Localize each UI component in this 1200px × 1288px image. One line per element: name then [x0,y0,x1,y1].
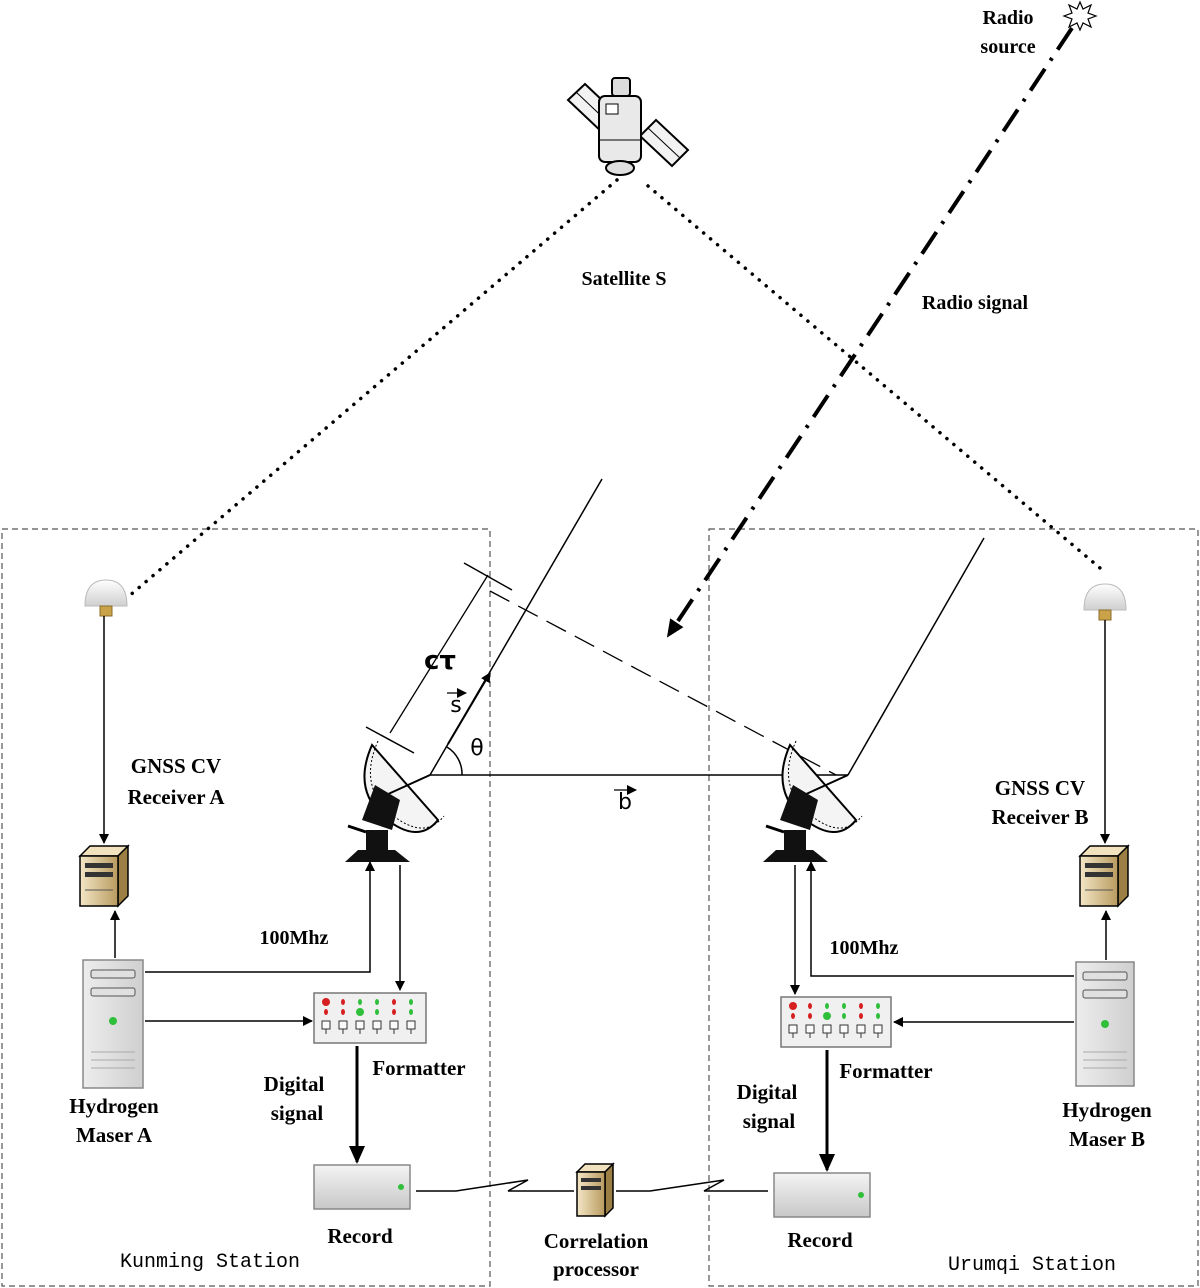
freq-a-label: 100Mhz [260,927,329,949]
radio-source-label-1: Radio [982,7,1033,29]
wavefront-line [489,590,837,776]
gnss-a-label-1: GNSS CV [131,754,221,778]
recorder-a-icon [313,1164,411,1210]
ctau-tick-top [463,562,513,591]
maser-b-100mhz-wire [806,861,1074,977]
station-box-urumqi [708,528,1199,1287]
s-vector-arrow [447,672,491,745]
maser-a-100mhz-wire [145,861,375,973]
formatter-b-icon [780,996,892,1048]
hydrogen-maser-a-icon [82,959,144,1089]
gnss-antenna-a-icon [84,579,128,617]
maser-b-label-2: Maser B [1069,1127,1145,1151]
ctau-label: cτ [424,646,456,676]
gnss-b-label-2: Receiver B [992,805,1089,829]
maser-a-label-1: Hydrogen [69,1094,159,1118]
satellite-icon [566,77,690,176]
digital-signal-a-label-2: signal [271,1101,324,1125]
recorder-b-icon [773,1172,871,1218]
formatter-a-label: Formatter [372,1056,465,1080]
correlation-processor-label-1: Correlation [544,1229,649,1253]
station-b-label: Urumqi Station [948,1254,1116,1277]
formatter-b-label: Formatter [839,1059,932,1083]
satellite-label: Satellite S [582,268,667,290]
gnss-b-label-1: GNSS CV [995,776,1085,800]
radio-source-star-icon [1062,0,1098,32]
theta-label: θ [470,736,483,761]
hydrogen-maser-b-icon [1075,961,1135,1087]
radio-telescope-b-icon [763,740,863,862]
gnss-a-label-2: Receiver A [128,785,226,809]
satellite-link-b [646,184,1102,570]
s-vector-label: s [450,693,461,718]
station-box-kunming [1,528,491,1287]
correlation-processor-icon [575,1162,615,1218]
radio-source-label-2: source [980,36,1035,58]
maser-b-label-1: Hydrogen [1062,1098,1152,1122]
correlation-processor-label-2: processor [553,1257,639,1281]
station-a-label: Kunming Station [120,1251,300,1274]
b-vector-label: b [618,790,632,815]
formatter-a-icon [313,992,427,1044]
digital-signal-b-label-2: signal [743,1109,796,1133]
gnss-antenna-b-icon [1083,583,1127,621]
theta-arc [446,746,463,776]
radio-signal-label: Radio signal [922,292,1029,314]
radio-signal-line [666,26,1074,638]
data-link-b [616,1179,768,1192]
satellite-link-a [126,178,619,599]
freq-b-label: 100Mhz [830,937,899,959]
data-link-a [416,1179,574,1192]
radio-telescope-a-icon [345,740,445,862]
gnss-receiver-b-icon [1078,844,1130,908]
digital-signal-a-label-1: Digital [264,1072,325,1096]
gnss-receiver-a-icon [78,844,130,908]
digital-signal-b-label-1: Digital [737,1080,798,1104]
ctau-tick-bottom [365,726,415,754]
ctau-dimension-line [389,574,489,734]
record-b-label: Record [787,1228,853,1252]
source-direction-b [847,537,985,776]
maser-a-label-2: Maser A [76,1123,153,1147]
record-a-label: Record [327,1224,393,1248]
